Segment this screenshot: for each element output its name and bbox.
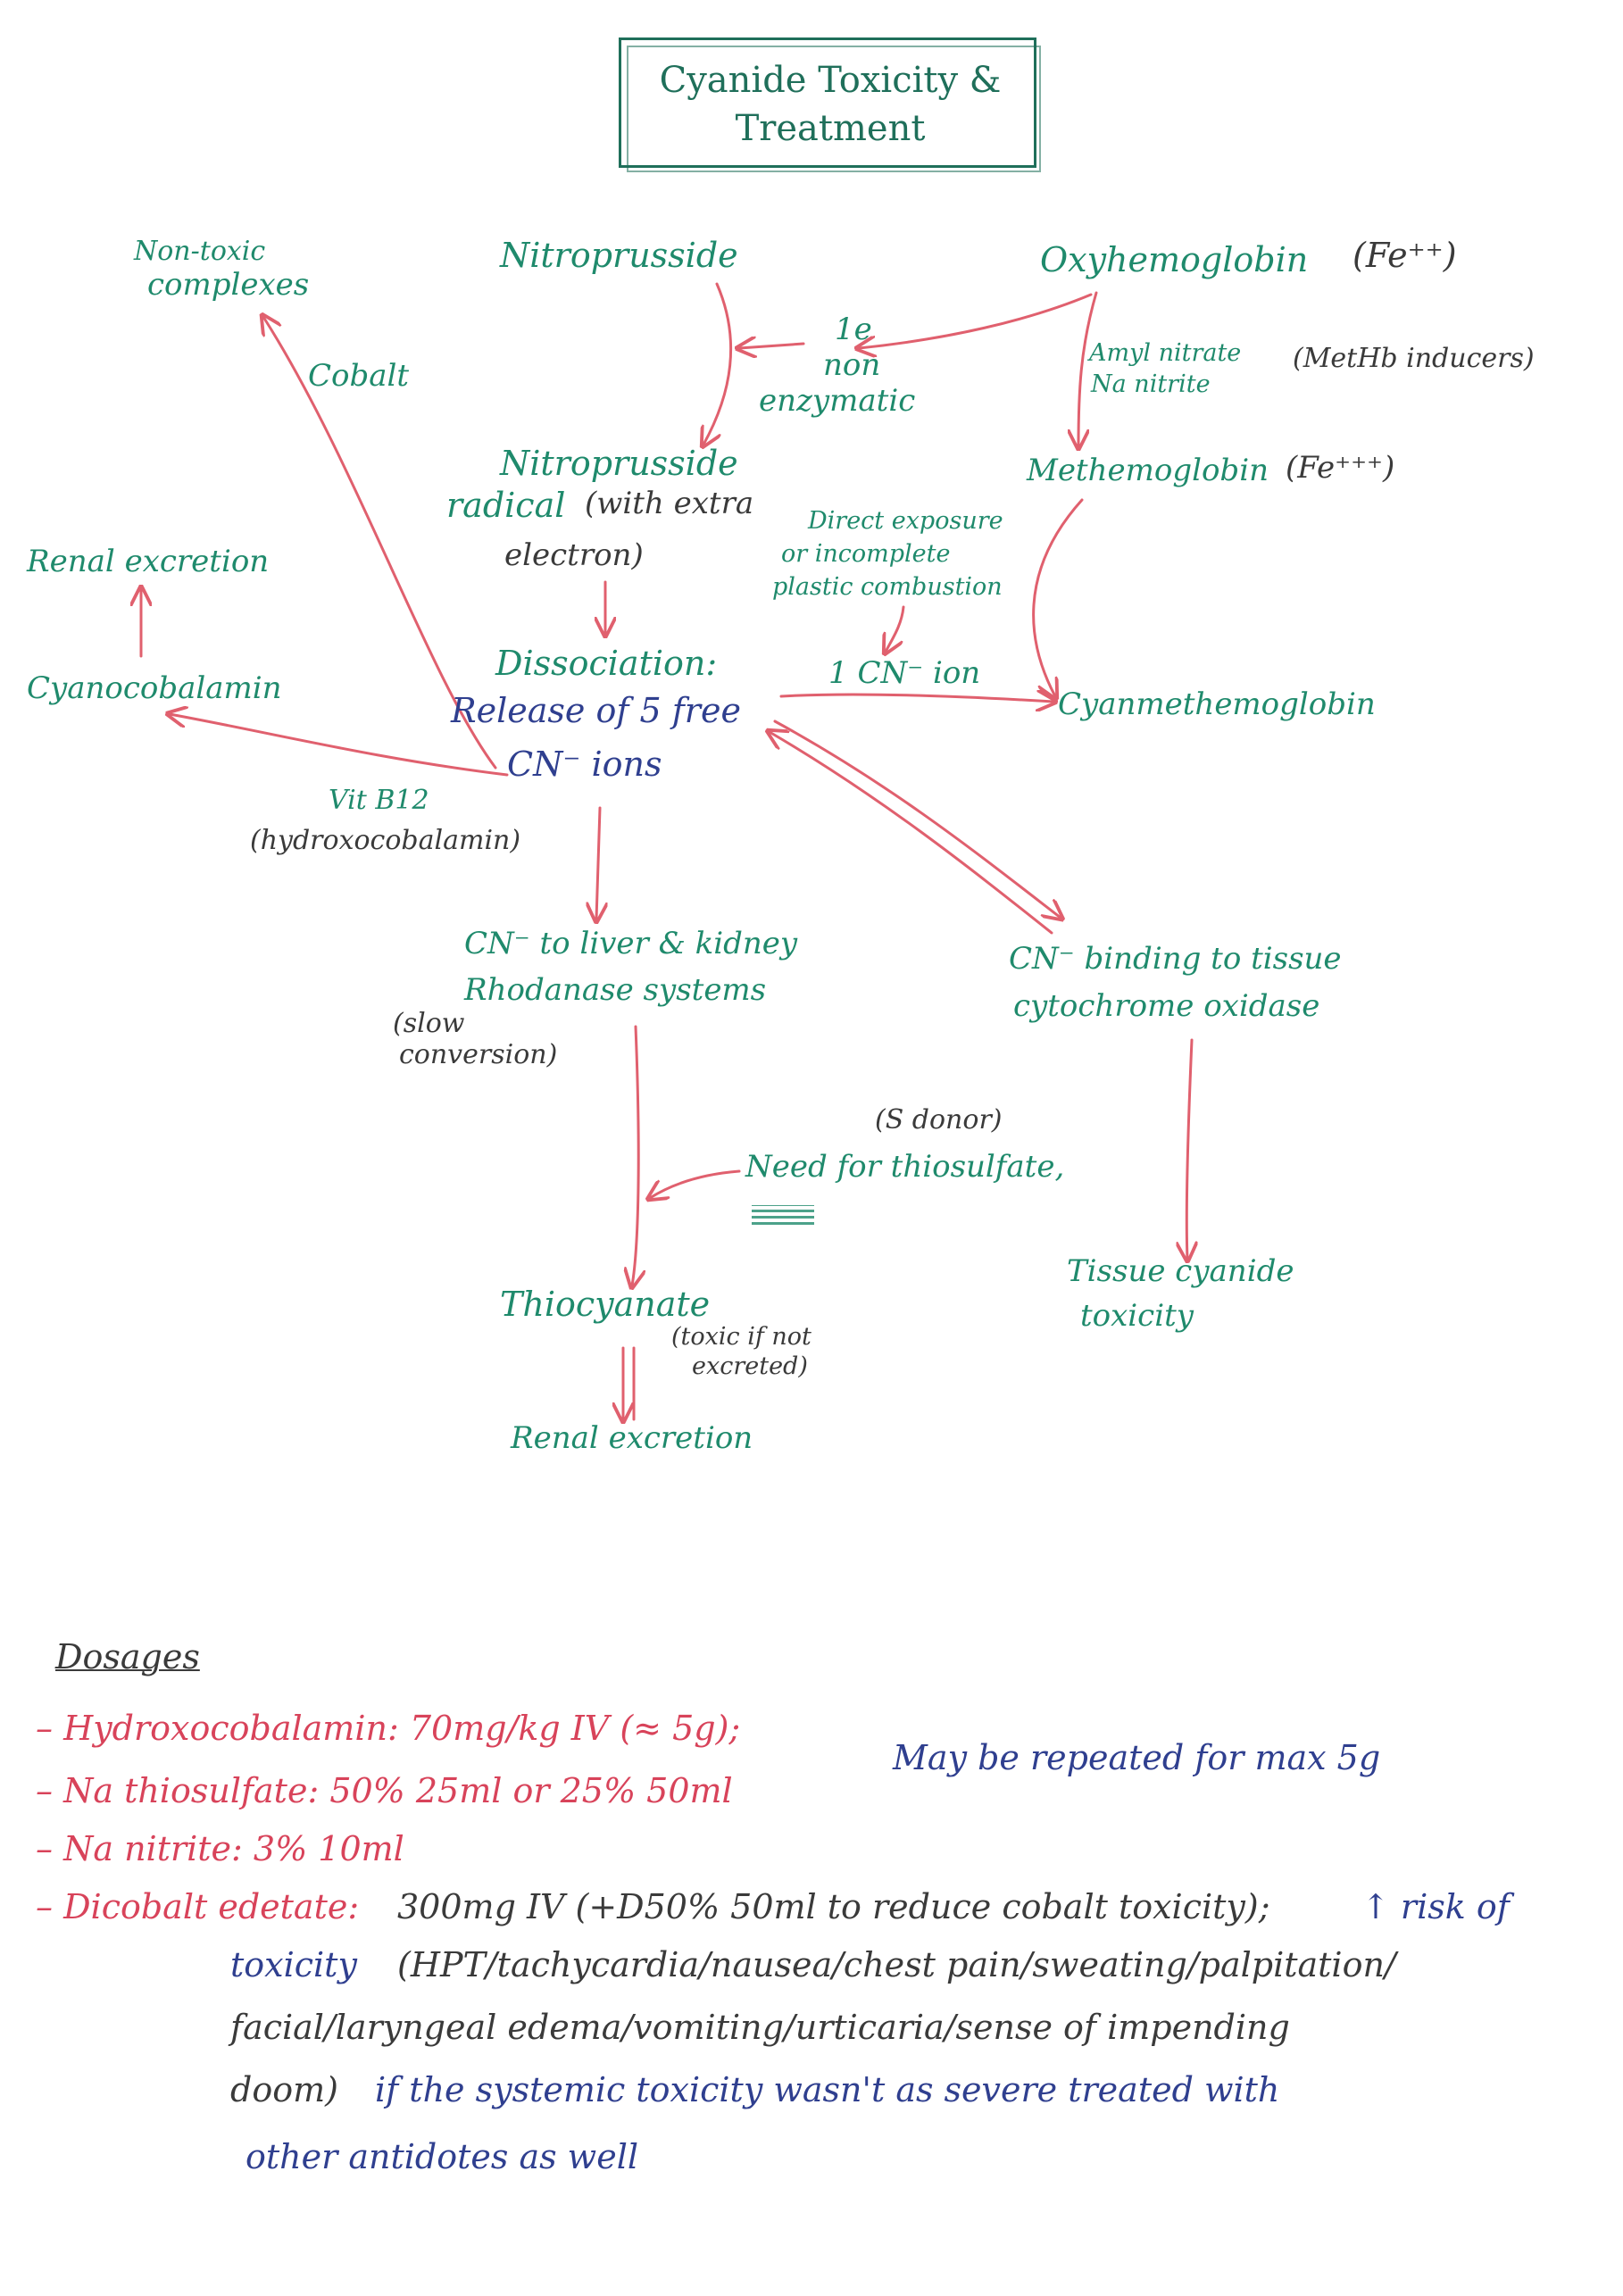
- cyanocobalamin-label: Cyanocobalamin: [27, 670, 282, 706]
- methemoglobin-label: Methemoglobin: [1027, 453, 1269, 488]
- thiocyanate-label: Thiocyanate: [500, 1285, 711, 1324]
- slow-note: (slow: [393, 1008, 465, 1039]
- arrow-cn-to-binding-b: [770, 732, 1053, 935]
- hydroxocobalamin-label: (hydroxocobalamin): [250, 825, 521, 856]
- cn-ions-label: CN⁻ ions: [507, 745, 662, 784]
- dose-dicobalt: – Dicobalt edetate:: [36, 1887, 360, 1926]
- liver-kidney-label: CN⁻ to liver & kidney: [464, 926, 798, 961]
- na-nitrite-label: Na nitrite: [1091, 370, 1211, 398]
- dose-nitrite: – Na nitrite: 3% 10ml: [36, 1829, 404, 1868]
- tissue-toxicity-label-1: Tissue cyanide: [1067, 1253, 1294, 1289]
- dose-hydroxocobalamin-repeat: May be repeated for max 5g: [893, 1738, 1381, 1777]
- non-toxic-label-1: Non-toxic: [134, 236, 266, 267]
- nitro-radical-note: (with extra: [585, 486, 754, 521]
- dose-other-antidotes: other antidotes as well: [246, 2137, 639, 2176]
- dose-thiosulfate: – Na thiosulfate: 50% 25ml or 25% 50ml: [36, 1771, 733, 1810]
- dose-side-effects-3: doom): [230, 2070, 338, 2109]
- dose-systemic-note: if the systemic toxicity wasn't as sever…: [375, 2070, 1280, 2109]
- arrow-thiosulfate-to-pathway: [650, 1169, 741, 1198]
- incomplete-label: or incomplete: [781, 540, 951, 568]
- cyanmethemoglobin-label: Cyanmethemoglobin: [1058, 686, 1376, 722]
- dosages-heading: Dosages: [55, 1637, 200, 1676]
- methemoglobin-note: (Fe⁺⁺⁺): [1286, 450, 1395, 486]
- oxyhemoglobin-label: Oxyhemoglobin: [1040, 240, 1309, 279]
- tissue-toxicity-label-2: toxicity: [1080, 1298, 1194, 1334]
- arrow-cn-to-cobalt-complexes: [263, 317, 497, 769]
- scribble-mark: [752, 1205, 814, 1225]
- title-box: Cyanide Toxicity & Treatment: [619, 37, 1041, 172]
- renal-excretion-bottom: Renal excretion: [511, 1420, 753, 1456]
- arrow-nitroprusside-to-radical: [703, 282, 733, 445]
- dose-hydroxocobalamin: – Hydroxocobalamin: 70mg/kg IV (≈ 5g);: [36, 1709, 741, 1748]
- non-label: non: [823, 347, 881, 383]
- one-e-label: 1e: [835, 312, 872, 347]
- arrow-oxyhemoglobin-to-methemoglobin: [1078, 291, 1098, 446]
- amyl-nitrate-label: Amyl nitrate: [1089, 339, 1242, 367]
- dissociation-label: Dissociation:: [495, 644, 718, 683]
- arrow-direct-to-1cn: [886, 605, 905, 652]
- release-label: Release of 5 free: [451, 691, 741, 730]
- arrow-cn-to-cyanocobalamin: [170, 714, 509, 777]
- nitro-radical-label-1: Nitroprusside: [500, 444, 738, 483]
- s-donor-note: (S donor): [875, 1104, 1003, 1136]
- renal-excretion-top: Renal excretion: [27, 544, 270, 579]
- enzymatic-label: enzymatic: [759, 383, 916, 419]
- arrow-1e-to-nitroprusside: [739, 344, 805, 348]
- plastic-combustion-label: plastic combustion: [772, 573, 1003, 601]
- methb-inducers-note: (MetHb inducers): [1293, 343, 1535, 374]
- nitroprusside-label: Nitroprusside: [500, 236, 738, 275]
- title-line-2: Treatment: [735, 108, 926, 149]
- oxyhemoglobin-note: (Fe⁺⁺): [1352, 236, 1457, 275]
- dose-toxicity-word: toxicity: [230, 1945, 357, 1984]
- nitro-radical-label-3: electron): [504, 537, 644, 573]
- arrow-binding-to-tissue: [1186, 1038, 1192, 1259]
- arrow-cn-to-binding-a: [773, 720, 1061, 918]
- arrow-methemoglobin-to-cyanmeth: [1032, 498, 1084, 696]
- dose-side-effects-1: (HPT/tachycardia/nausea/chest pain/sweat…: [397, 1945, 1396, 1984]
- arrow-cn-to-liver: [596, 806, 600, 919]
- binding-label-2: cytochrome oxidase: [1013, 988, 1320, 1024]
- one-cn-ion-label: 1 CN⁻ ion: [828, 655, 981, 691]
- conversion-note: conversion): [399, 1039, 558, 1070]
- dose-dicobalt-detail: 300mg IV (+D50% 50ml to reduce cobalt to…: [397, 1887, 1270, 1926]
- vitb12-label: Vit B12: [329, 785, 429, 816]
- direct-exposure-label: Direct exposure: [808, 507, 1003, 535]
- cobalt-label: Cobalt: [308, 358, 410, 394]
- nitro-radical-label-2: radical: [446, 486, 566, 525]
- dose-side-effects-2: facial/laryngeal edema/vomiting/urticari…: [230, 2008, 1290, 2047]
- thiocyanate-note-1: (toxic if not: [671, 1323, 812, 1351]
- thiosulfate-label: Need for thiosulfate,: [745, 1149, 1065, 1185]
- title-line-1: Cyanide Toxicity &: [659, 60, 1002, 101]
- arrow-liver-to-thiocyanate: [632, 1025, 638, 1285]
- arrow-oxyhemoglobin-to-1e: [859, 293, 1093, 348]
- thiocyanate-note-2: excreted): [692, 1352, 808, 1380]
- dose-dicobalt-risk: ↑ risk of: [1361, 1887, 1510, 1926]
- non-toxic-label-2: complexes: [147, 267, 310, 303]
- rhodanase-label: Rhodanase systems: [464, 972, 767, 1008]
- arrow-dissociation-to-cyanmeth: [779, 695, 1053, 702]
- binding-label-1: CN⁻ binding to tissue: [1009, 941, 1342, 977]
